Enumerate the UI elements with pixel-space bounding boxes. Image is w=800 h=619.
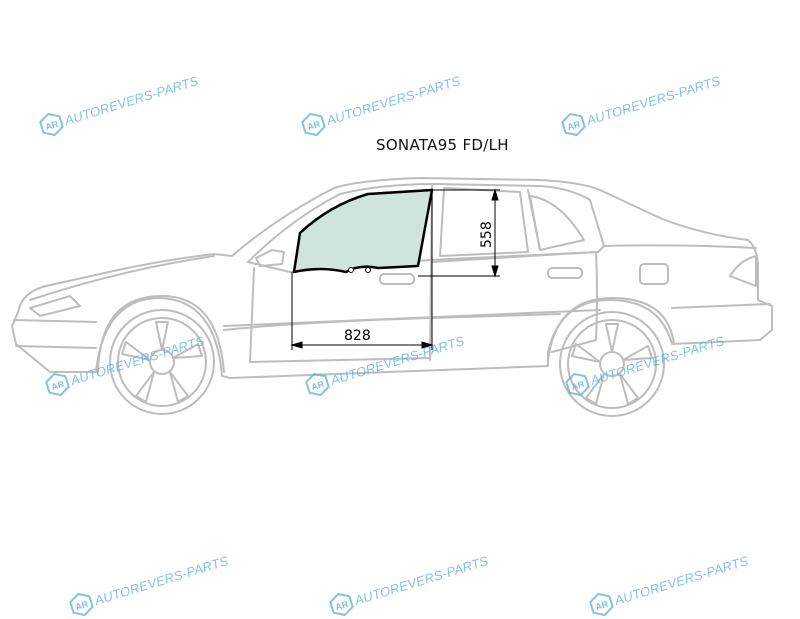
svg-text:AR: AR	[74, 599, 90, 613]
rear-door-outline	[431, 251, 598, 353]
svg-text:AR: AR	[306, 119, 322, 133]
svg-text:AR: AR	[570, 379, 586, 393]
watermark: AR AUTOREVERS-PARTS	[302, 328, 467, 399]
ar-logo-icon: AR	[305, 372, 330, 397]
svg-text:AR: AR	[50, 379, 66, 393]
width-dimension-label: 828	[344, 328, 371, 344]
diagram-canvas: SONATA95 FD/LH 828 558 AR AUTOREVERS-PAR…	[11, 68, 773, 617]
glass-mount-hole	[365, 267, 371, 273]
front-door-glass	[292, 188, 434, 274]
watermark: AR AUTOREVERS-PARTS	[562, 328, 727, 399]
watermark: AR AUTOREVERS-PARTS	[298, 68, 463, 139]
ar-logo-icon: AR	[301, 112, 326, 137]
height-dimension-label: 558	[479, 221, 495, 248]
rear-door-handle	[547, 267, 583, 279]
ar-logo-icon: AR	[565, 372, 590, 397]
watermark: AR AUTOREVERS-PARTS	[42, 328, 207, 399]
svg-text:AR: AR	[44, 119, 60, 133]
front-door-outline	[249, 267, 431, 363]
front-wheel	[109, 309, 215, 415]
car-body-outline	[11, 177, 773, 379]
watermark: AR AUTOREVERS-PARTS	[36, 68, 201, 139]
ar-logo-icon: AR	[561, 112, 586, 137]
headlight-outline	[29, 295, 81, 317]
svg-text:AR: AR	[594, 599, 610, 613]
fuel-cap-outline	[639, 263, 669, 285]
ar-logo-icon: AR	[45, 372, 70, 397]
glass-mount-hole	[348, 267, 354, 273]
ar-logo-icon: AR	[39, 112, 64, 137]
watermark: AR AUTOREVERS-PARTS	[558, 68, 723, 139]
window-frame-outline	[247, 183, 605, 273]
svg-text:AR: AR	[334, 599, 350, 613]
front-door-handle	[379, 273, 415, 285]
side-mirror-outline	[255, 249, 285, 267]
svg-text:AR: AR	[566, 119, 582, 133]
car-drawing	[11, 177, 773, 417]
part-title: SONATA95 FD/LH	[376, 136, 509, 154]
svg-text:AR: AR	[310, 379, 326, 393]
rear-wheel	[559, 311, 665, 417]
